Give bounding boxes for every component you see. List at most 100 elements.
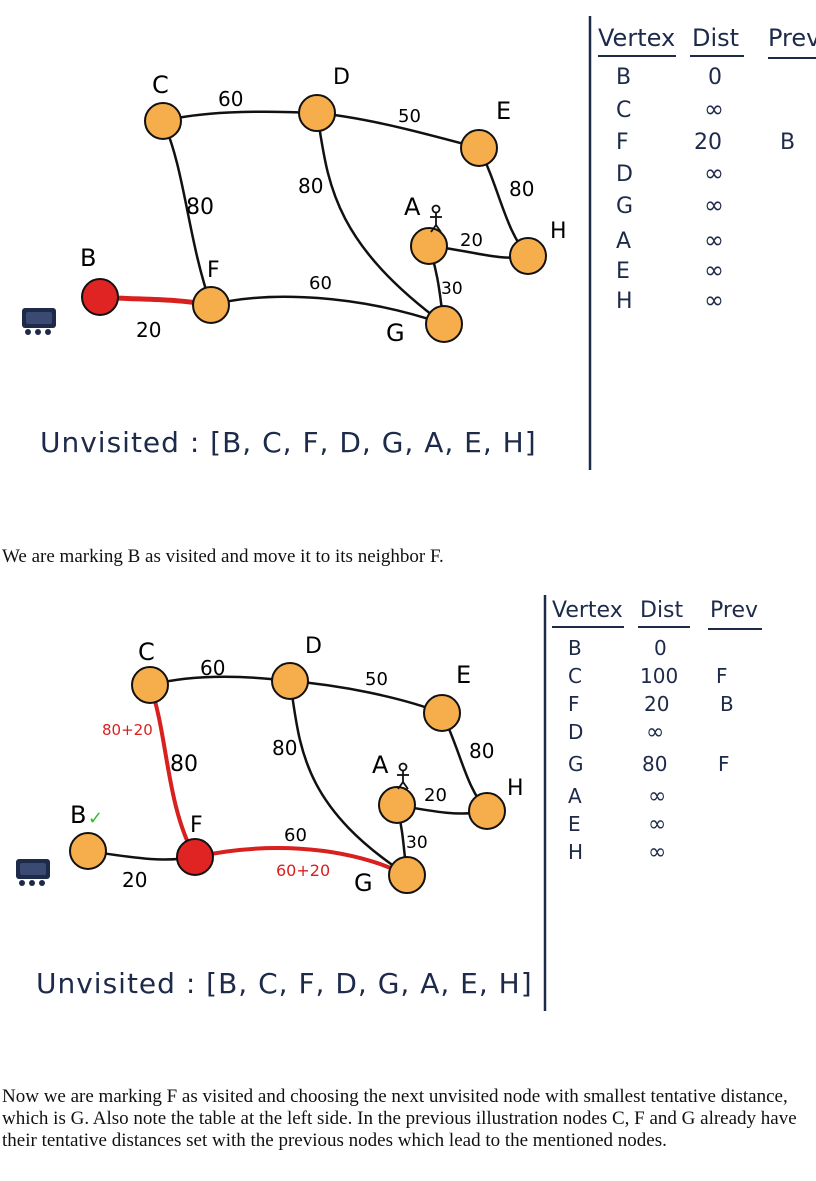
table-row-prev: B: [780, 130, 795, 155]
table-row-dist: ∞: [704, 95, 724, 123]
table-row-vertex: B: [616, 65, 631, 90]
edge-weight-f-g: 60: [309, 273, 332, 294]
node-h: [509, 237, 547, 275]
edge-d-g: [315, 112, 445, 326]
node-label-d: D: [305, 634, 322, 659]
node-label-e: E: [456, 661, 471, 689]
edge-weight-a-h: 20: [460, 230, 483, 251]
node-label-h: H: [550, 219, 567, 244]
node-c: [131, 666, 169, 704]
table-row-dist: ∞: [648, 840, 666, 865]
node-label-b: B: [70, 801, 86, 829]
node-g: [388, 856, 426, 894]
node-label-f: F: [190, 813, 203, 838]
node-label-c: C: [152, 71, 169, 99]
table-row-dist: ∞: [704, 286, 724, 314]
table-row-vertex: D: [616, 162, 633, 187]
edge-weight-d-g: 80: [272, 736, 297, 760]
table-row-vertex: A: [616, 229, 631, 254]
edge-note-c-f: 80+20: [102, 721, 153, 739]
edge-c-f: [148, 684, 197, 858]
table-row-dist: ∞: [646, 720, 664, 745]
table-row-vertex: G: [616, 194, 633, 219]
edge-weight-e-h: 80: [469, 739, 494, 763]
table-row-dist: 80: [642, 752, 667, 776]
table-row-dist: ∞: [704, 191, 724, 219]
node-label-g: G: [386, 319, 405, 347]
node-b: [69, 832, 107, 870]
node-d: [271, 662, 309, 700]
edge-weight-f-g: 60: [284, 825, 307, 846]
table-header-vertex: Vertex: [552, 598, 623, 623]
table-row-vertex: C: [616, 98, 631, 123]
caption-step-2: Now we are marking F as visited and choo…: [2, 1086, 797, 1151]
edge-d-g: [288, 680, 408, 877]
node-label-f: F: [207, 258, 220, 283]
stick-figure-icon: [397, 762, 409, 790]
node-f: [192, 286, 230, 324]
diagram-panel-1: 60 50 80 80 80 20 30 60 20 C D E A H B F…: [0, 0, 816, 500]
node-h: [468, 792, 506, 830]
edge-c-d: [162, 110, 318, 123]
table-row-dist: 20: [644, 692, 669, 716]
table-header-vertex: Vertex: [598, 24, 675, 52]
table-header-prev: Prev: [710, 598, 758, 623]
node-d: [298, 94, 336, 132]
unvisited-list: Unvisited : [B, C, F, D, G, A, E, H]: [36, 967, 533, 1000]
table-row-dist: ∞: [704, 226, 724, 254]
edge-f-g: [194, 846, 408, 877]
table-header-dist: Dist: [640, 598, 684, 623]
edge-weight-d-g: 80: [298, 174, 323, 198]
unvisited-list: Unvisited : [B, C, F, D, G, A, E, H]: [40, 426, 537, 459]
visited-check-icon: ✓: [88, 808, 103, 829]
edge-weight-b-f: 20: [122, 868, 147, 892]
table-header-prev: Prev: [768, 24, 816, 52]
table-row-vertex: H: [616, 289, 633, 314]
edge-weight-a-h: 20: [424, 785, 447, 806]
table-row-prev: F: [718, 752, 730, 776]
node-e: [423, 694, 461, 732]
table-row-dist: 100: [640, 664, 678, 688]
edge-weight-c-f: 80: [170, 752, 198, 777]
table-row-vertex: C: [568, 664, 582, 688]
table-row-dist: 20: [694, 130, 722, 155]
table-row-prev: F: [716, 664, 728, 688]
node-f: [176, 838, 214, 876]
graph-figure-1: 60 50 80 80 80 20 30 60 20 C D E A H B F…: [22, 16, 816, 470]
node-c: [144, 102, 182, 140]
table-row-vertex: E: [616, 259, 630, 284]
edge-weight-a-g: 30: [406, 833, 428, 853]
table-row-dist: 0: [708, 65, 722, 90]
diagram-panel-2: 60 50 80 80+20 80 80 20 30 60 60+20 20 C…: [0, 575, 816, 1025]
table-row-dist: ∞: [648, 812, 666, 837]
table-row-vertex: D: [568, 720, 583, 744]
edge-weight-d-e: 50: [365, 669, 388, 690]
edge-weight-c-f: 80: [186, 195, 214, 220]
camera-toolbar-icon: [16, 859, 50, 886]
node-label-a: A: [404, 193, 421, 221]
stick-figure-icon: [430, 204, 442, 233]
edge-weight-e-h: 80: [509, 177, 534, 201]
edge-weight-b-f: 20: [136, 318, 161, 342]
node-label-d: D: [333, 65, 350, 90]
node-label-h: H: [507, 776, 524, 801]
distance-table: Vertex Dist Prev B 0 C ∞ F 20 B D ∞ G ∞ …: [598, 24, 816, 314]
node-b: [81, 278, 119, 316]
edge-note-f-g: 60+20: [276, 861, 330, 880]
caption-step-1: We are marking B as visited and move it …: [2, 546, 444, 567]
node-g: [425, 305, 463, 343]
node-label-b: B: [80, 244, 96, 272]
table-row-vertex: F: [568, 692, 580, 716]
table-row-dist: ∞: [704, 159, 724, 187]
node-label-e: E: [496, 97, 511, 125]
table-row-vertex: G: [568, 752, 584, 776]
edge-f-g: [210, 295, 445, 326]
node-label-g: G: [354, 869, 373, 897]
edge-weight-c-d: 60: [200, 656, 225, 680]
edge-weight-c-d: 60: [218, 87, 243, 111]
table-row-dist: ∞: [704, 256, 724, 284]
table-row-vertex: F: [616, 130, 629, 155]
edge-weight-a-g: 30: [441, 279, 463, 299]
table-row-dist: 0: [654, 636, 667, 660]
graph-figure-2: 60 50 80 80+20 80 80 20 30 60 60+20 20 C…: [16, 595, 762, 1011]
